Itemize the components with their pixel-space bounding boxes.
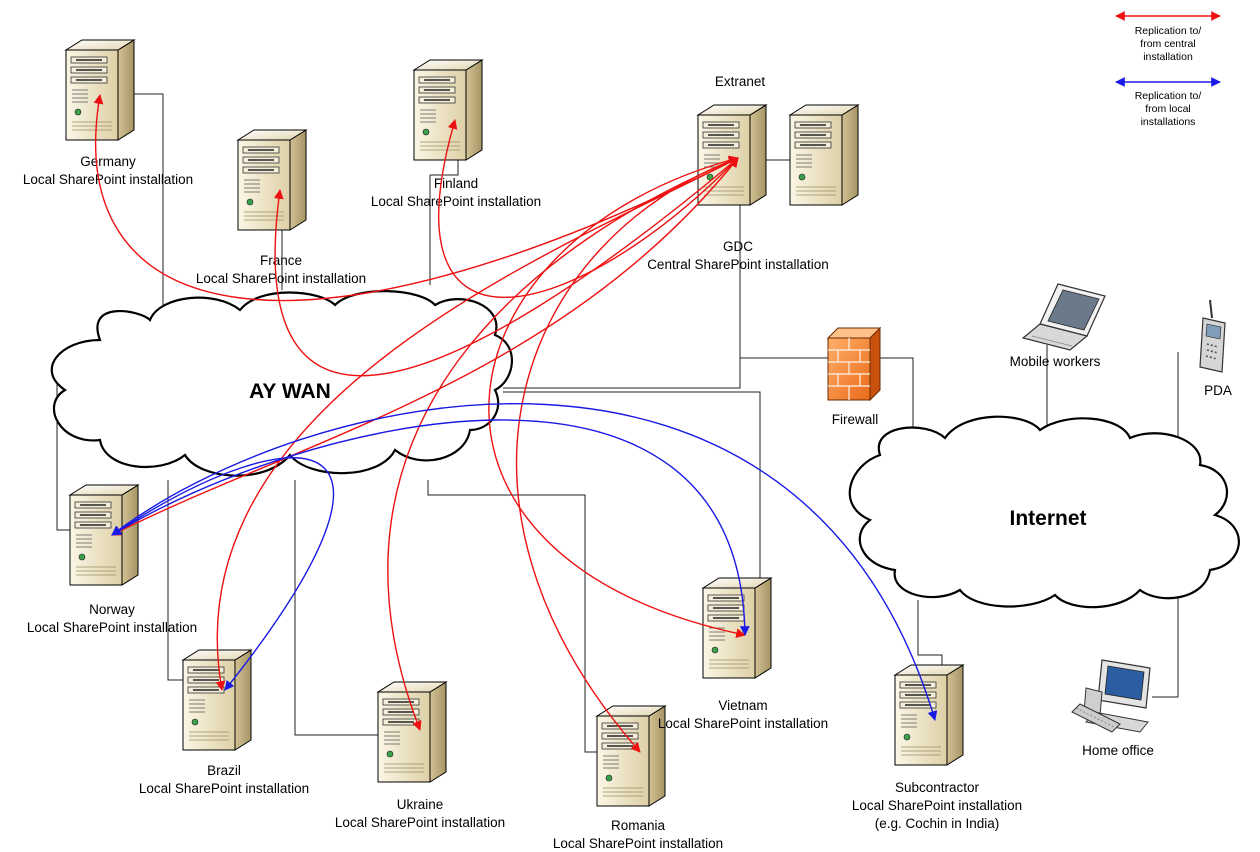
server-tower-icon <box>237 129 307 231</box>
pda-phone-icon <box>1199 299 1226 373</box>
server-subcontractor: Subcontractor Local SharePoint installat… <box>852 664 1022 831</box>
server-germany: Germany Local SharePoint installation <box>23 39 193 187</box>
mobile-workers: Mobile workers <box>1010 283 1106 369</box>
server-tower-icon <box>65 39 135 141</box>
norway-title: Norway <box>89 602 135 617</box>
ukraine-title: Ukraine <box>397 797 444 812</box>
romania-subtitle: Local SharePoint installation <box>553 836 723 851</box>
server-finland: Finland Local SharePoint installation <box>371 59 541 209</box>
france-subtitle: Local SharePoint installation <box>196 271 366 286</box>
server-romania: Romania Local SharePoint installation <box>553 705 723 851</box>
vietnam-subtitle: Local SharePoint installation <box>658 716 828 731</box>
finland-subtitle: Local SharePoint installation <box>371 194 541 209</box>
server-ukraine: Ukraine Local SharePoint installation <box>335 681 505 830</box>
pda-label: PDA <box>1204 383 1232 398</box>
firewall: Firewall <box>826 326 882 427</box>
ukraine-subtitle: Local SharePoint installation <box>335 815 505 830</box>
subcontractor-note: (e.g. Cochin in India) <box>875 816 1000 831</box>
server-brazil: Brazil Local SharePoint installation <box>139 649 309 796</box>
norway-subtitle: Local SharePoint installation <box>27 620 197 635</box>
server-france: France Local SharePoint installation <box>196 129 366 286</box>
server-tower-icon <box>69 484 139 586</box>
vietnam-title: Vietnam <box>718 698 767 713</box>
germany-title: Germany <box>80 154 136 169</box>
subcontractor-subtitle: Local SharePoint installation <box>852 798 1022 813</box>
germany-subtitle: Local SharePoint installation <box>23 172 193 187</box>
laptop-icon <box>1021 283 1106 351</box>
internet-cloud: Internet <box>848 415 1240 609</box>
server-tower-icon <box>182 649 252 751</box>
firewall-label: Firewall <box>832 412 879 427</box>
gdc-extranet-label: Extranet <box>715 74 766 89</box>
gdc-title: GDC <box>723 239 753 254</box>
local-replication-arrows <box>111 403 938 721</box>
home-office: Home office <box>1071 659 1154 758</box>
desktop-computer-icon <box>1071 659 1151 733</box>
server-tower-icon <box>789 104 859 206</box>
brazil-subtitle: Local SharePoint installation <box>139 781 309 796</box>
internet-label: Internet <box>1009 507 1086 530</box>
mobile-workers-label: Mobile workers <box>1010 354 1101 369</box>
server-tower-icon <box>596 705 666 807</box>
romania-title: Romania <box>611 818 666 833</box>
france-title: France <box>260 253 302 268</box>
server-gdc: Extranet GDC Central SharePoint installa… <box>647 74 859 272</box>
gdc-subtitle: Central SharePoint installation <box>647 257 829 272</box>
server-tower-icon <box>697 104 767 206</box>
ay-wan-label: AY WAN <box>249 380 331 403</box>
brazil-title: Brazil <box>207 763 241 778</box>
pda: PDA <box>1199 299 1232 398</box>
home-office-label: Home office <box>1082 743 1154 758</box>
server-tower-icon <box>377 681 447 783</box>
subcontractor-title: Subcontractor <box>895 780 980 795</box>
firewall-brick-icon <box>826 326 882 402</box>
server-tower-icon <box>894 664 964 766</box>
